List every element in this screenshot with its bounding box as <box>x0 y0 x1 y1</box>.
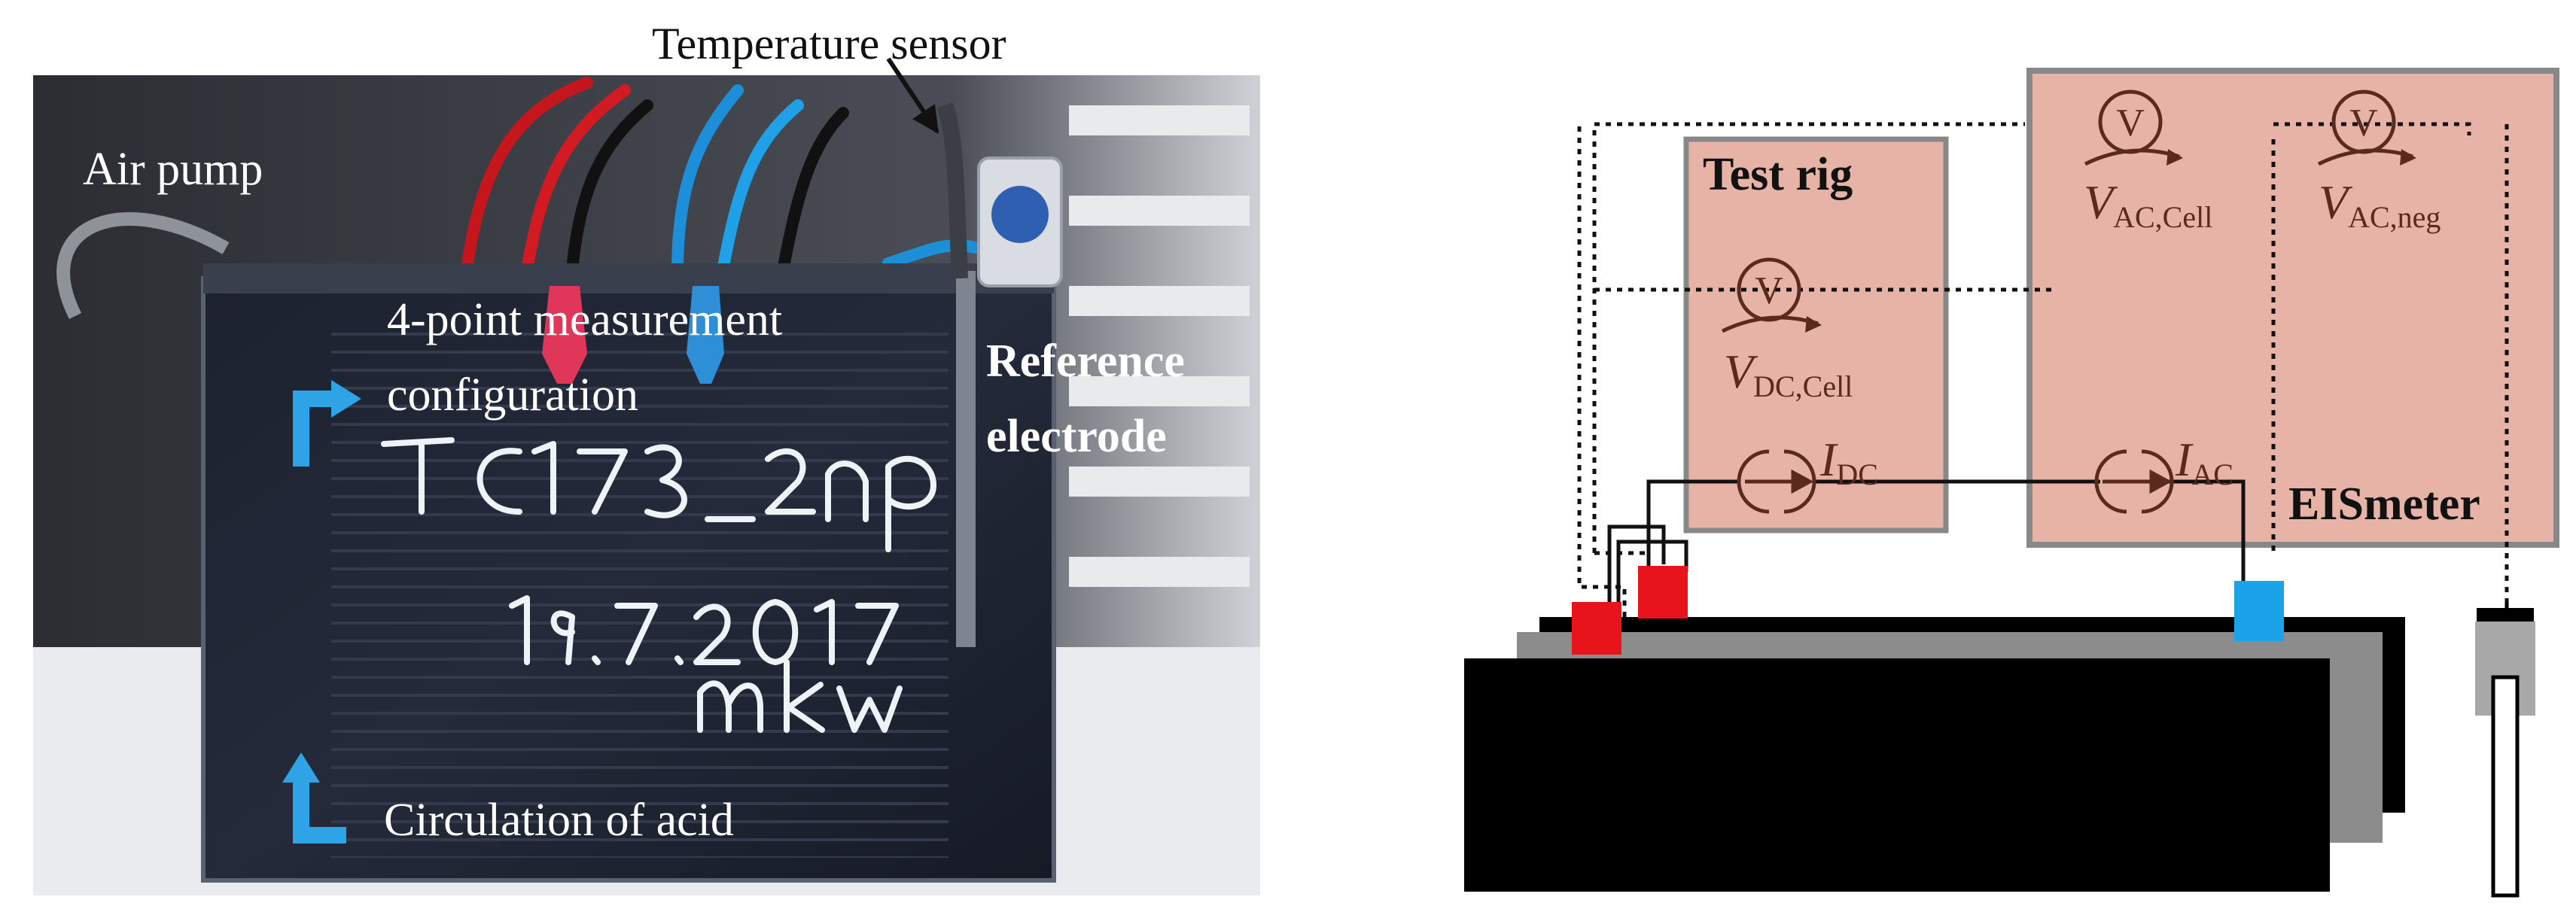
tank-lid <box>203 263 1054 293</box>
photo-panel: Temperature sensor Air pump 4-point meas… <box>33 19 1260 895</box>
label-v-ac-cell: VAC,Cell <box>2084 175 2212 234</box>
label-circulation: Circulation of acid <box>384 795 734 846</box>
hydrometer-badge <box>991 186 1049 243</box>
current-source-ac <box>2094 449 2174 514</box>
negative-sense-tab <box>687 286 724 384</box>
label-test-rig: Test rig <box>1703 149 1853 200</box>
label-measurement-line1: 4-point measurement <box>387 294 782 345</box>
voltmeter-dc-cell: V <box>1721 257 1822 333</box>
handwritten-initials <box>697 659 903 733</box>
label-i-dc: IDC <box>1819 433 1878 491</box>
label-reference-line1: Reference <box>986 336 1185 387</box>
handwritten-date <box>509 595 899 665</box>
upper-arrow-head <box>331 380 361 418</box>
label-i-ac: IAC <box>2175 433 2233 491</box>
voltmeter-ac-neg: V <box>2317 90 2416 166</box>
voltmeter-dc-cell-symbol: V <box>1755 269 1783 312</box>
positive-sense-tab <box>542 286 587 384</box>
circulation-arrows <box>293 391 346 844</box>
label-reference-line2: electrode <box>986 411 1167 462</box>
label-eismeter: EISmeter <box>2288 479 2480 530</box>
cables <box>461 77 985 277</box>
reference-electrode <box>956 271 976 647</box>
label-v-dc-cell: VDC,Cell <box>1724 345 1853 403</box>
voltmeter-ac-neg-symbol: V <box>2349 102 2378 144</box>
battery-front-plate <box>1464 658 2330 892</box>
label-air-pump: Air pump <box>83 144 263 195</box>
temperature-sensor-pointer <box>886 57 939 134</box>
reference-electrode-body <box>2491 675 2520 898</box>
negative-terminal <box>2234 581 2284 641</box>
label-v-ac-neg: VAC,neg <box>2319 175 2441 234</box>
electrode-plates <box>331 331 948 858</box>
handwritten-cell-id <box>381 437 936 552</box>
schematic-panel: V VDC,Cell V VAC,Cell V VAC,neg IDC <box>1464 68 2559 898</box>
current-wiring <box>1607 479 2246 606</box>
voltmeter-ac-cell: V <box>2084 90 2183 166</box>
positive-terminal-front <box>1572 602 1621 655</box>
label-measurement-line2: configuration <box>387 369 638 421</box>
lower-arrow-head <box>282 752 320 783</box>
air-pump-tube <box>56 212 230 320</box>
positive-terminal-top <box>1638 566 1688 619</box>
label-temperature-sensor: Temperature sensor <box>652 19 1006 68</box>
test-rig-box <box>1683 136 1949 533</box>
reference-electrode-cap <box>2477 608 2534 622</box>
temperature-sensor-cable <box>936 102 968 279</box>
voltmeter-ac-cell-symbol: V <box>2116 102 2145 144</box>
sense-wiring <box>1577 122 2509 617</box>
current-source-dc <box>1737 449 1816 514</box>
